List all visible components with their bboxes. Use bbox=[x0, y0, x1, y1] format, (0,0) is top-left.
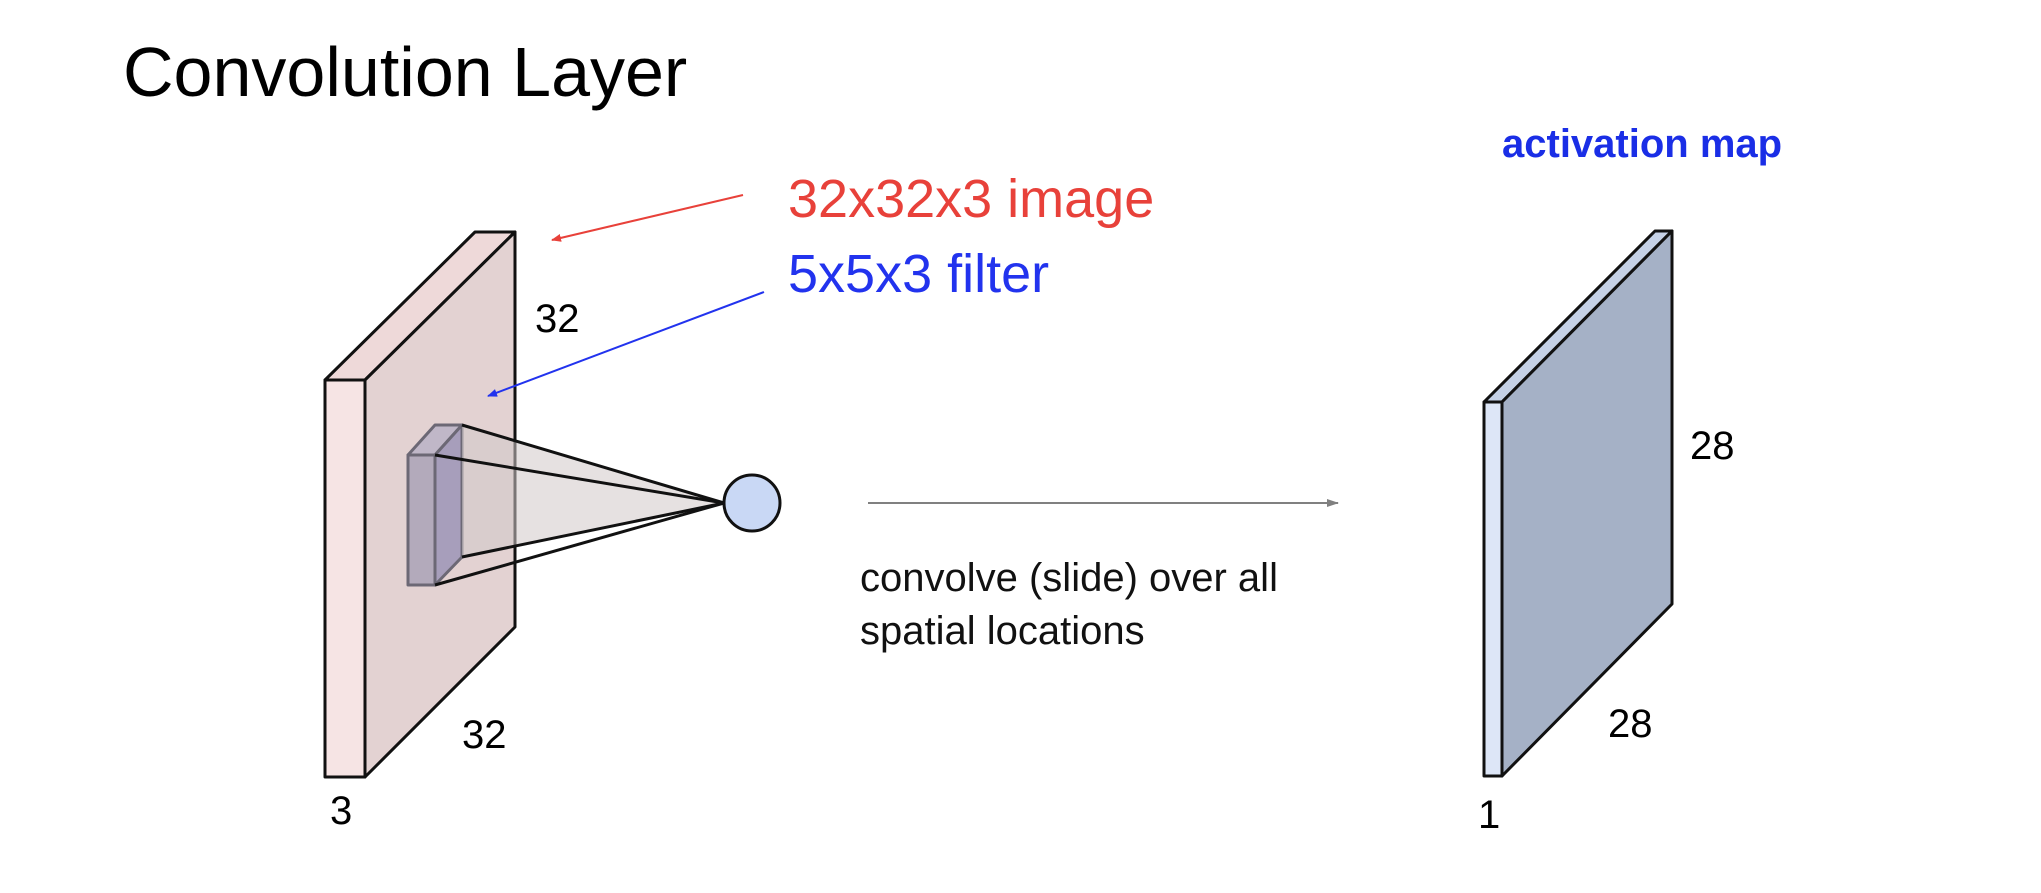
convolve-text-line2: spatial locations bbox=[860, 609, 1145, 653]
projection-line bbox=[461, 423, 725, 505]
input-volume-front-face bbox=[323, 378, 367, 779]
slide-title: Convolution Layer bbox=[123, 33, 687, 111]
output-depth-label: 1 bbox=[1478, 793, 1500, 837]
projection-line bbox=[434, 453, 725, 505]
filter-label: 5x5x3 filter bbox=[788, 244, 1049, 304]
convolve-text-line1: convolve (slide) over all bbox=[860, 556, 1278, 600]
filter-pointer-arrow bbox=[487, 291, 765, 397]
filter-side-face bbox=[433, 423, 464, 587]
output-height-label: 28 bbox=[1690, 424, 1735, 468]
input-depth-label: 3 bbox=[330, 789, 352, 833]
projection-line bbox=[434, 501, 725, 587]
filter-projection-shade bbox=[462, 425, 724, 557]
activation-map-front-face bbox=[1482, 400, 1504, 778]
activation-map-volume bbox=[1482, 229, 1674, 778]
projection-line bbox=[461, 501, 725, 559]
input-width-label: 32 bbox=[462, 713, 507, 757]
filter-front-face bbox=[406, 453, 437, 587]
filter-volume bbox=[406, 423, 464, 587]
image-pointer-arrow bbox=[551, 194, 744, 242]
activation-map-label: activation map bbox=[1502, 122, 1782, 166]
output-width-label: 28 bbox=[1608, 702, 1653, 746]
input-height-label: 32 bbox=[535, 297, 580, 341]
output-neuron bbox=[722, 473, 782, 533]
filter-to-neuron-lines bbox=[434, 423, 725, 587]
image-label: 32x32x3 image bbox=[788, 169, 1154, 229]
